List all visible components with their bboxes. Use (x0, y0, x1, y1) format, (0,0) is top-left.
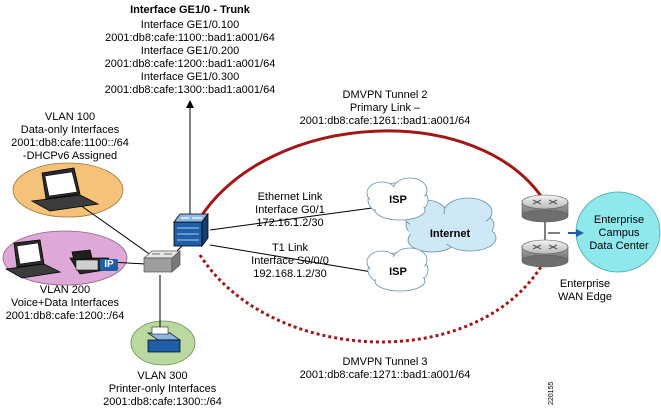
vlan200-label-1: VLAN 200 (39, 284, 91, 296)
dmvpn-tunnel3-path (198, 254, 547, 344)
tunnel3-label-1: DMVPN Tunnel 3 (342, 356, 428, 368)
printer-icon (146, 326, 182, 353)
vlan100-label-2: Data-only Interfaces (20, 124, 120, 136)
trunk-line-3: Interface GE1/0.200 (140, 45, 240, 57)
trunk-line-2: 2001:db8:cafe:1100::bad1:a001/64 (105, 32, 275, 44)
isp-top-label: ISP (389, 194, 407, 206)
phone-ip-badge: IP (104, 259, 114, 270)
t1-label-3: 192.168.1.2/30 (253, 268, 327, 280)
ip-phone-icon (69, 249, 119, 275)
vlan300-label-1: VLAN 300 (137, 370, 188, 382)
trunk-line-6: 2001:db8:cafe:1300::bad1:a001/64 (104, 84, 276, 96)
tunnel3-label-2: 2001:db8:cafe:1271::bad1:a001/64 (299, 369, 471, 381)
isp-top-cloud (366, 177, 429, 221)
t1-label-2: Interface S0/0/0 (251, 255, 329, 267)
trunk-line-4: 2001:db8:cafe:1200::bad1:a001/64 (104, 58, 276, 70)
vlan100-label-4: -DHCPv6 Assigned (22, 150, 118, 162)
internet-cloud (402, 197, 497, 253)
vlan300-label-2: Printer-only Interfaces (108, 383, 217, 395)
wan-edge-router-bottom (521, 239, 569, 268)
isp-bottom-label: ISP (389, 266, 407, 278)
tunnel2-label-3: 2001:db8:cafe:1261::bad1:a001/64 (299, 115, 471, 127)
vlan100-label-3: 2001:db8:cafe:1100::/64 (11, 137, 129, 149)
campus-label-1: Enterprise (593, 214, 645, 226)
link-router-isp-top (209, 207, 373, 231)
campus-arrow-icon (568, 229, 584, 237)
ethernet-label-2: Interface G0/1 (255, 204, 325, 216)
link-laptop100-switch (79, 204, 156, 259)
isp-bottom-cloud (366, 247, 429, 292)
vlan300-label-3: 2001:db8:cafe:1300::/64 (103, 396, 222, 408)
wan-edge-label-1: Enterprise (559, 278, 611, 290)
wan-edge-router-top (521, 194, 569, 223)
laptop-vlan100-icon (30, 167, 100, 212)
campus-label-2: Campus (598, 227, 640, 239)
trunk-line-5: Interface GE1/0.300 (140, 71, 240, 83)
laptop-vlan200-icon (4, 239, 62, 279)
access-switch-icon (143, 250, 181, 273)
campus-label-3: Data Center (589, 240, 649, 252)
ethernet-label-1: Ethernet Link (257, 191, 323, 203)
tunnel2-label-1: DMVPN Tunnel 2 (342, 89, 428, 101)
ethernet-label-3: 172.16.1.2/30 (256, 217, 324, 229)
vlan200-label-3: 2001:db8:cafe:1200::/64 (5, 310, 125, 322)
trunk-line-1: Interface GE1/0.100 (140, 19, 240, 31)
trunk-title: Interface GE1/0 - Trunk (130, 4, 250, 16)
link-router-isp-bottom (209, 244, 373, 273)
vlan200-label-2: Voice+Data Interfaces (11, 297, 119, 309)
internet-label: Internet (429, 228, 471, 240)
dmvpn-tunnel2-path (198, 129, 547, 219)
figure-id: 220155 (548, 381, 555, 405)
branch-router-icon (173, 212, 209, 248)
t1-label-1: T1 Link (271, 242, 309, 254)
vlan100-label-1: VLAN 100 (44, 111, 96, 123)
tunnel2-label-2: Primary Link – (349, 102, 421, 114)
wan-edge-label-2: WAN Edge (557, 291, 612, 303)
